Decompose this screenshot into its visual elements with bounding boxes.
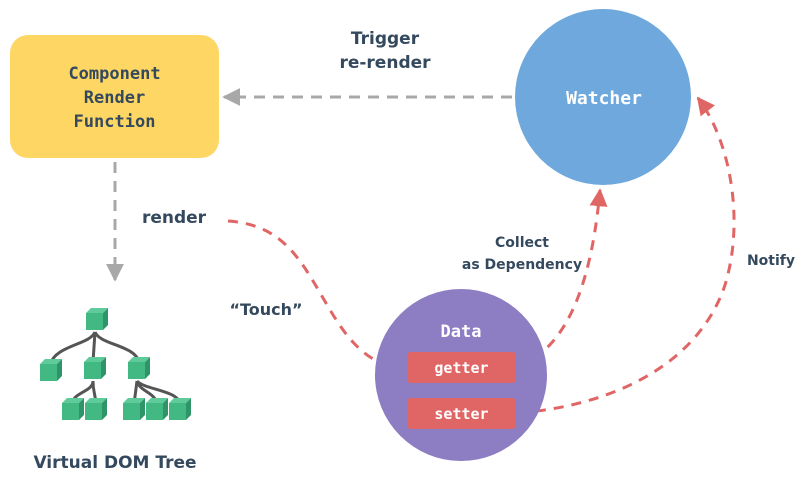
component-label-line-1: Component bbox=[68, 64, 160, 84]
tree-node-cube bbox=[85, 398, 107, 420]
collect-dependency-edge: Collect as Dependency bbox=[462, 188, 608, 369]
setter-accessor: setter bbox=[407, 398, 516, 429]
trigger-rerender-edge: Trigger re-render bbox=[222, 29, 512, 106]
component-box bbox=[10, 35, 219, 158]
getter-accessor: getter bbox=[407, 352, 516, 383]
render-edge: render bbox=[106, 162, 207, 282]
collect-label-line-2: as Dependency bbox=[462, 257, 582, 273]
trigger-label-line-1: Trigger bbox=[351, 29, 420, 49]
data-label: Data bbox=[441, 322, 482, 342]
touch-arrow bbox=[227, 219, 402, 375]
vdom-label: Virtual DOM Tree bbox=[33, 453, 196, 473]
data-node: Data getter setter bbox=[375, 289, 547, 461]
notify-edge: Notify bbox=[517, 96, 795, 415]
tree-cubes bbox=[40, 308, 191, 420]
tree-node-cube bbox=[40, 359, 62, 381]
tree-node-cube bbox=[128, 357, 150, 379]
tree-node-cube bbox=[86, 308, 108, 330]
component-label-line-3: Function bbox=[74, 112, 156, 132]
touch-label: “Touch” bbox=[229, 300, 302, 319]
trigger-label-line-2: re-render bbox=[339, 53, 431, 73]
tree-node-cube bbox=[169, 398, 191, 420]
setter-label: setter bbox=[434, 405, 488, 423]
watcher-label: Watcher bbox=[566, 88, 642, 109]
virtual-dom-tree-node: Virtual DOM Tree bbox=[33, 308, 197, 473]
getter-box bbox=[407, 352, 516, 383]
watcher-circle bbox=[515, 9, 691, 185]
collect-label-line-1: Collect bbox=[495, 235, 549, 251]
tree-node-cube bbox=[62, 398, 84, 420]
component-render-function-node: Component Render Function bbox=[10, 35, 219, 158]
watcher-node: Watcher bbox=[515, 9, 691, 185]
touch-edge: “Touch” bbox=[227, 219, 402, 375]
tree-edges bbox=[48, 331, 182, 405]
setter-box bbox=[407, 398, 516, 429]
render-label: render bbox=[142, 208, 207, 228]
getter-label: getter bbox=[434, 359, 488, 377]
collect-arrow bbox=[517, 188, 608, 369]
tree-node-cube bbox=[84, 357, 106, 379]
tree-node-cube bbox=[146, 398, 168, 420]
notify-arrow bbox=[517, 96, 736, 415]
tree-node-cube bbox=[123, 398, 145, 420]
component-label-line-2: Render bbox=[84, 88, 145, 108]
notify-label: Notify bbox=[747, 253, 795, 269]
